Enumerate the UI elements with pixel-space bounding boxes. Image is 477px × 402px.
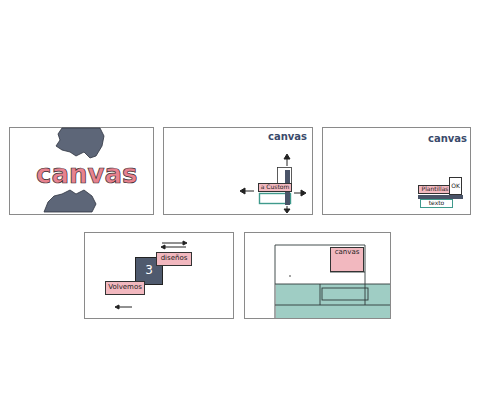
title-logo: canvas xyxy=(36,160,137,189)
box-label: 3 xyxy=(145,264,153,277)
frame xyxy=(245,233,391,319)
box-label: diseños xyxy=(161,255,188,263)
frame xyxy=(323,128,471,215)
box-label: texto xyxy=(429,200,445,207)
frame xyxy=(85,233,234,319)
canvas-panel: canvas xyxy=(330,247,364,272)
logo-text: canvas xyxy=(268,131,307,142)
frame xyxy=(164,128,313,215)
logo-text: canvas xyxy=(428,133,467,144)
box-label: canvas xyxy=(335,249,360,257)
button-box: OK xyxy=(449,177,462,195)
box-label: OK xyxy=(451,183,460,190)
box-label: Volvemos xyxy=(108,284,142,292)
text-box: texto xyxy=(420,199,453,208)
designs-box: diseños xyxy=(156,252,192,266)
component-box: a Custom xyxy=(258,183,292,192)
box-label: a Custom xyxy=(261,184,290,191)
template-box: Plantillas xyxy=(418,185,452,194)
return-box: Volvemos xyxy=(105,281,145,295)
frame2-art xyxy=(240,154,306,213)
box-label: Plantillas xyxy=(422,186,449,193)
frame xyxy=(10,128,154,215)
frame5-grid xyxy=(275,245,390,318)
